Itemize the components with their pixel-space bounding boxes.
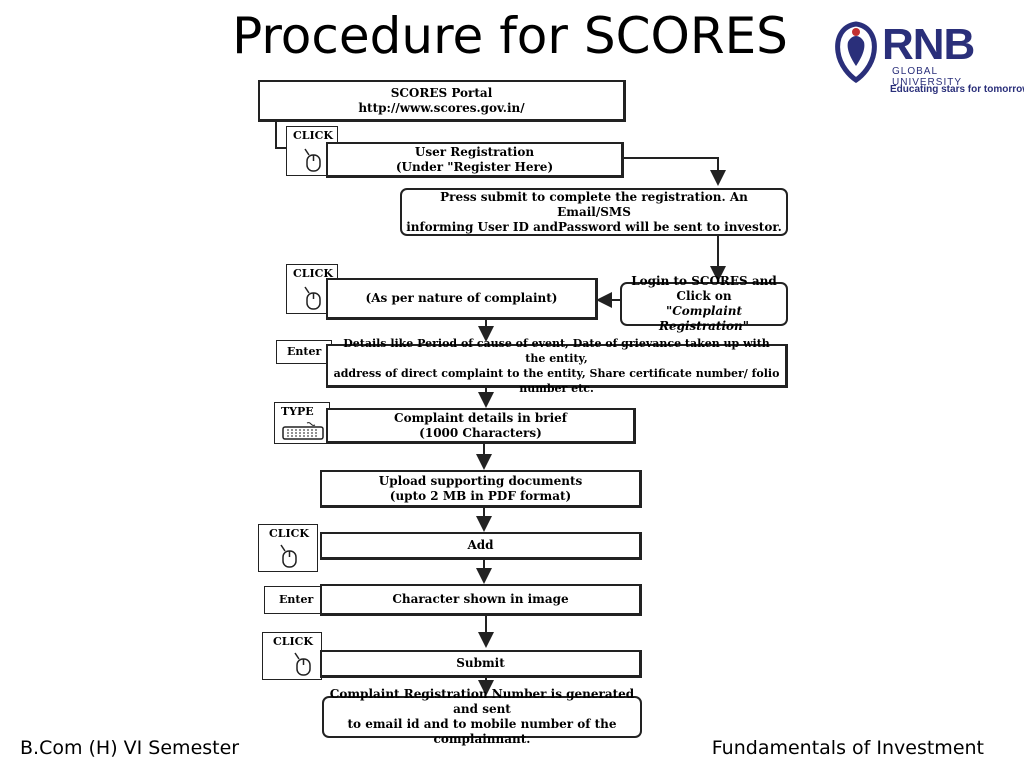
logo-emblem-icon [835,21,877,84]
connector-registration-info [624,157,726,186]
click-label: CLICK [273,635,313,648]
login-line-2: "Complaint Registration" [658,304,750,333]
click-label: CLICK [269,527,309,540]
node-upload-documents: Upload supporting documents (upto 2 MB i… [320,470,642,508]
logo-wordmark: RNB [882,20,975,69]
keyboard-icon [282,422,324,440]
click-tag-submit: CLICK [262,632,322,680]
university-logo: RNB GLOBAL UNIVERSITY Educating stars fo… [832,18,1024,102]
mouse-icon [280,544,297,568]
node-nature-of-complaint: (As per nature of complaint) [326,278,598,320]
node-complaint-details: Details like Period of cause of event, D… [326,337,788,395]
node-scores-portal: SCORES Portal http://www.scores.gov.in/ [258,80,626,122]
enter-label: Enter [287,345,322,358]
node-captcha: Character shown in image [320,584,642,616]
node-user-registration: User Registration (Under "Register Here) [326,142,624,178]
enter-tag-details: Enter [276,340,332,364]
mouse-icon [294,652,311,676]
footer-course: B.Com (H) VI Semester [20,737,240,759]
footer-subject: Fundamentals of Investment [711,737,984,759]
node-complaint-brief: Complaint details in brief (1000 Charact… [326,408,636,444]
click-label: CLICK [293,129,333,142]
node-login: Login to SCORES and Click on "Complaint … [620,274,788,333]
click-tag-registration: CLICK [286,126,338,176]
type-tag-brief: TYPE [274,402,330,444]
type-label: TYPE [281,405,314,418]
click-label: CLICK [293,267,333,280]
flow-connectors [275,122,726,696]
click-tag-add: CLICK [258,524,318,572]
logo-subtitle: GLOBAL UNIVERSITY [892,66,963,88]
portal-url: http://www.scores.gov.in/ [358,100,525,115]
mouse-icon [304,286,321,310]
enter-tag-captcha: Enter [264,586,324,614]
login-line-1: Login to SCORES and Click on [631,274,777,303]
logo-tagline: Educating stars for tomorrow [890,84,1024,95]
node-registration-result: Complaint Registration Number is generat… [322,687,642,746]
node-submit: Submit [320,650,642,678]
node-add: Add [320,532,642,560]
scores-flowchart: SCORES Portal http://www.scores.gov.in/ … [234,72,794,746]
slide-title: Procedure for SCORES [232,7,788,65]
portal-title: SCORES Portal [390,85,493,100]
node-submit-info: Press submit to complete the registratio… [400,188,788,236]
enter-label: Enter [279,593,314,606]
mouse-icon [304,148,321,172]
